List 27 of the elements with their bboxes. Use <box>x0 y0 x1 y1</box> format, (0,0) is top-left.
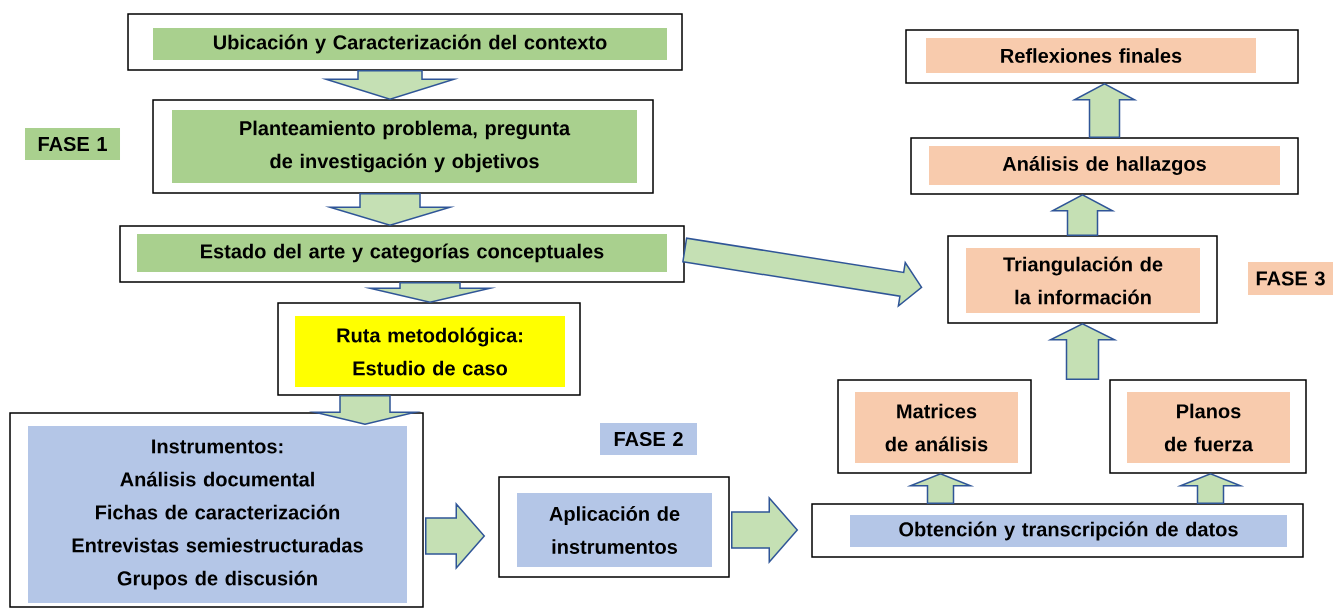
block-arrow <box>1071 82 1138 138</box>
process-box: Instrumentos: Análisis documental Fichas de caracterización Entrevistas semiestructuradas Grupos de discusión <box>9 412 424 608</box>
block-arrow <box>1049 193 1116 236</box>
block-arrow <box>1176 472 1245 504</box>
process-box: Ruta metodológica: Estudio de caso <box>277 302 581 396</box>
process-box: Planos de fuerza <box>1109 379 1307 474</box>
process-box: Reflexiones finales <box>905 29 1299 84</box>
block-arrow <box>682 237 923 308</box>
process-box: Ubicación y Caracterización del contexto <box>127 13 683 71</box>
process-box: Matrices de análisis <box>837 379 1032 474</box>
process-box: Aplicación de instrumentos <box>498 476 730 578</box>
block-arrow <box>906 472 975 504</box>
block-arrow <box>363 282 497 303</box>
block-arrow <box>324 193 456 227</box>
block-arrow <box>1047 322 1118 380</box>
phase-label: FASE 1 <box>25 128 120 160</box>
process-box: Planteamiento problema, pregunta de investigación y objetivos <box>152 99 654 194</box>
block-arrow <box>731 496 799 564</box>
process-box: Estado del arte y categorías conceptuales <box>119 225 685 283</box>
phase-label: FASE 2 <box>600 423 697 455</box>
phase-label: FASE 3 <box>1248 262 1333 295</box>
block-arrow <box>321 70 459 101</box>
process-box: Triangulación de la información <box>947 235 1218 324</box>
process-box: Obtención y transcripción de datos <box>811 503 1304 558</box>
process-box: Análisis de hallazgos <box>910 137 1299 195</box>
block-arrow <box>308 395 422 425</box>
block-arrow <box>425 502 486 570</box>
